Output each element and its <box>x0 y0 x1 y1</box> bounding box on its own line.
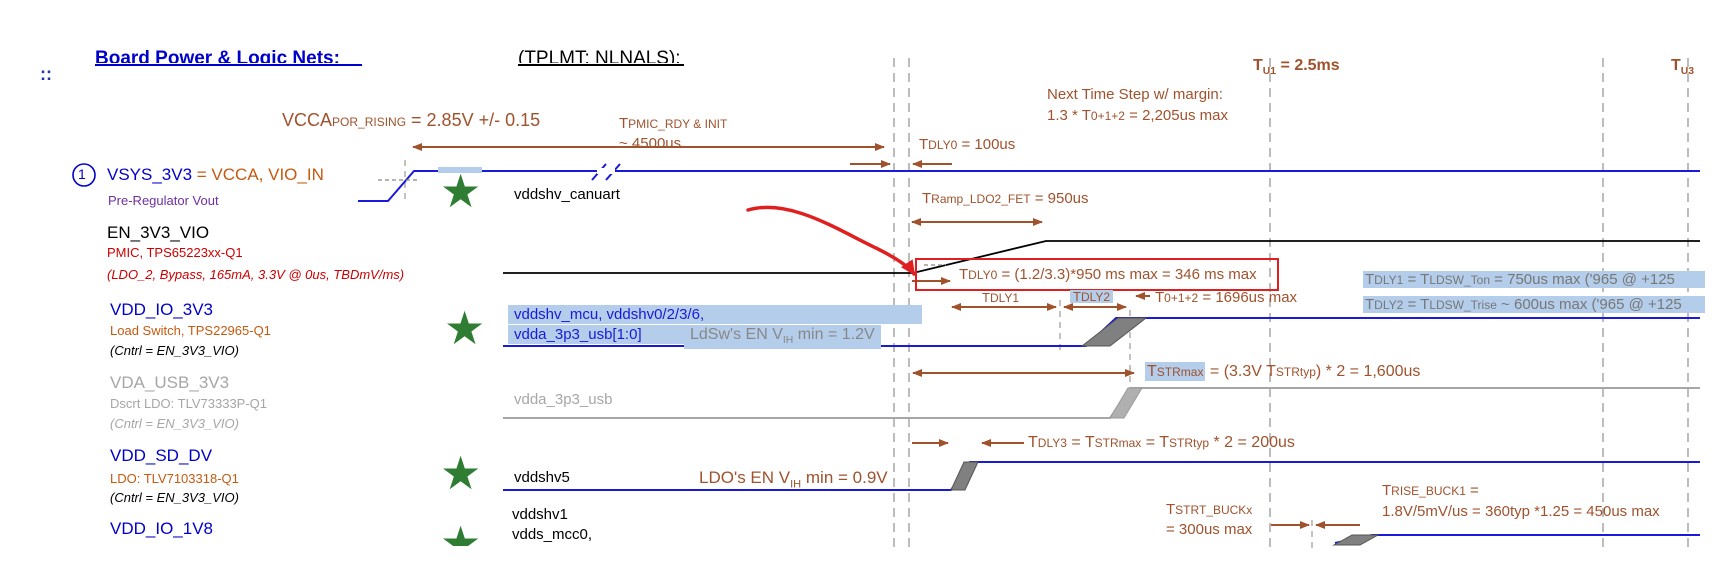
tramp-annotation: TRamp_LDO2_FET = 950us <box>922 190 1089 207</box>
star-icon: ★ <box>444 302 486 354</box>
rail-name-suffix: = VCCA, VIO_IN <box>192 165 324 184</box>
ldsw-en-annotation: LdSw's EN VIH min = 1.2V <box>684 325 881 349</box>
tpmic-value: ~ 4500us <box>619 135 682 152</box>
rail-desc: (LDO_2, Bypass, 165mA, 3.3V @ 0us, TBDmV… <box>107 267 405 282</box>
next-step-line1: Next Time Step w/ margin: <box>1047 86 1223 103</box>
trise-annotation-line1: TRISE_BUCK1 = <box>1382 482 1479 499</box>
rail-name-vdd-sd-dv: VDD_SD_DV <box>110 446 213 465</box>
signal-label: vddshv1 <box>512 506 568 523</box>
vsys-waveform <box>358 163 1700 202</box>
next-step-line2: 1.3 * T0+1+2 = 2,205us max <box>1047 107 1228 124</box>
tu3-label: TU3 <box>1671 57 1695 78</box>
vdd-sd-dv-waveform <box>503 461 1700 491</box>
rail-desc: Pre-Regulator Vout <box>108 193 219 208</box>
tstrt-annotation-line1: TSTRT_BUCKx <box>1166 501 1253 518</box>
signal-label: vddshv5 <box>514 469 570 486</box>
rail-name-vdd-io-3v3: VDD_IO_3V3 <box>110 300 213 319</box>
star-icon: ★ <box>440 520 482 546</box>
star-icon: ★ <box>440 447 482 499</box>
signal-label: vdds_mcc0, <box>512 526 593 543</box>
rail-desc: PMIC, TPS65223xx-Q1 <box>107 245 243 260</box>
rail-desc: (Cntrl = EN_3V3_VIO) <box>110 490 239 505</box>
tdly0-calc-annotation: TDLY0 = (1.2/3.3)*950 ms max = 346 ms ma… <box>959 266 1257 283</box>
star-icon: ★ <box>440 165 482 217</box>
signal-label: vdda_3p3_usb <box>514 391 613 408</box>
tstr-annotation: TSTRmax = (3.3V TSTRtyp) * 2 = 1,600us <box>1145 362 1421 381</box>
timing-arrows <box>412 143 1360 529</box>
signal-label: vddshv_mcu, vddshv0/2/3/6, <box>508 305 922 324</box>
tdly3-annotation: TDLY3 = TSTRmax = TSTRtyp * 2 = 200us <box>1028 434 1295 451</box>
tdly2-label: TDLY2 <box>1070 290 1114 303</box>
rail-desc: Load Switch, TPS22965-Q1 <box>110 323 271 338</box>
t012-annotation: T0+1+2 = 1696us max <box>1155 289 1298 306</box>
rail-name-vsys: VSYS_3V3 = VCCA, VIO_IN <box>107 166 324 183</box>
trise-annotation-line2: 1.8V/5mV/us = 360typ *1.25 = 450us max <box>1382 503 1660 520</box>
circled-number-icon <box>72 163 96 187</box>
signal-label: vddshv_canuart <box>514 186 620 203</box>
rail-desc: LDO: TLV7103318-Q1 <box>110 471 239 486</box>
circled-number-label: 1 <box>78 166 86 182</box>
rail-desc: (Cntrl = EN_3V3_VIO) <box>110 343 239 358</box>
rail-name-vda-usb: VDA_USB_3V3 <box>110 373 230 392</box>
red-arrow-icon <box>746 205 916 276</box>
tdly2-eq-annotation: TDLY2 = TLDSW_Trise ~ 600us max ('965 @ … <box>1363 296 1705 313</box>
vcca-por-annotation: VCCAPOR_RISING = 2.85V +/- 0.15 <box>282 110 541 130</box>
tdly0-annotation: TDLY0 = 100us <box>919 136 1016 153</box>
signal-label: vdda_3p3_usb[1:0] <box>508 325 686 344</box>
tstrt-annotation-line2: = 300us max <box>1166 521 1253 538</box>
ldo-en-annotation: LDO's EN VIH min = 0.9V <box>699 468 888 491</box>
rail-name: VSYS_3V3 <box>107 165 193 184</box>
tdly1-label: TDLY1 <box>982 290 1020 305</box>
tu1-label: TU1 = 2.5ms <box>1253 57 1340 78</box>
page-title: Board Power & Logic Nets: <box>95 49 340 63</box>
rail-desc: (Cntrl = EN_3V3_VIO) <box>110 416 239 431</box>
tpmic-rdy-annotation: TPMIC_RDY & INIT <box>619 115 728 132</box>
vdd-io-1v8-waveform <box>1332 534 1700 546</box>
drag-handle-icon[interactable]: :: <box>40 64 52 84</box>
rail-desc: Dscrt LDO: TLV73333P-Q1 <box>110 396 268 411</box>
rail-name-en-3v3-vio: EN_3V3_VIO <box>107 223 210 242</box>
en-3v3-vio-waveform <box>503 240 1700 274</box>
vda-usb-waveform <box>503 387 1700 419</box>
page-title-note: (TPLMT: NLNALS): <box>518 49 681 63</box>
rail-name-vdd-io-1v8: VDD_IO_1V8 <box>110 519 213 538</box>
tdly1-eq-annotation: TDLY1 = TLDSW_Ton = 750us max ('965 @ +1… <box>1363 271 1705 288</box>
